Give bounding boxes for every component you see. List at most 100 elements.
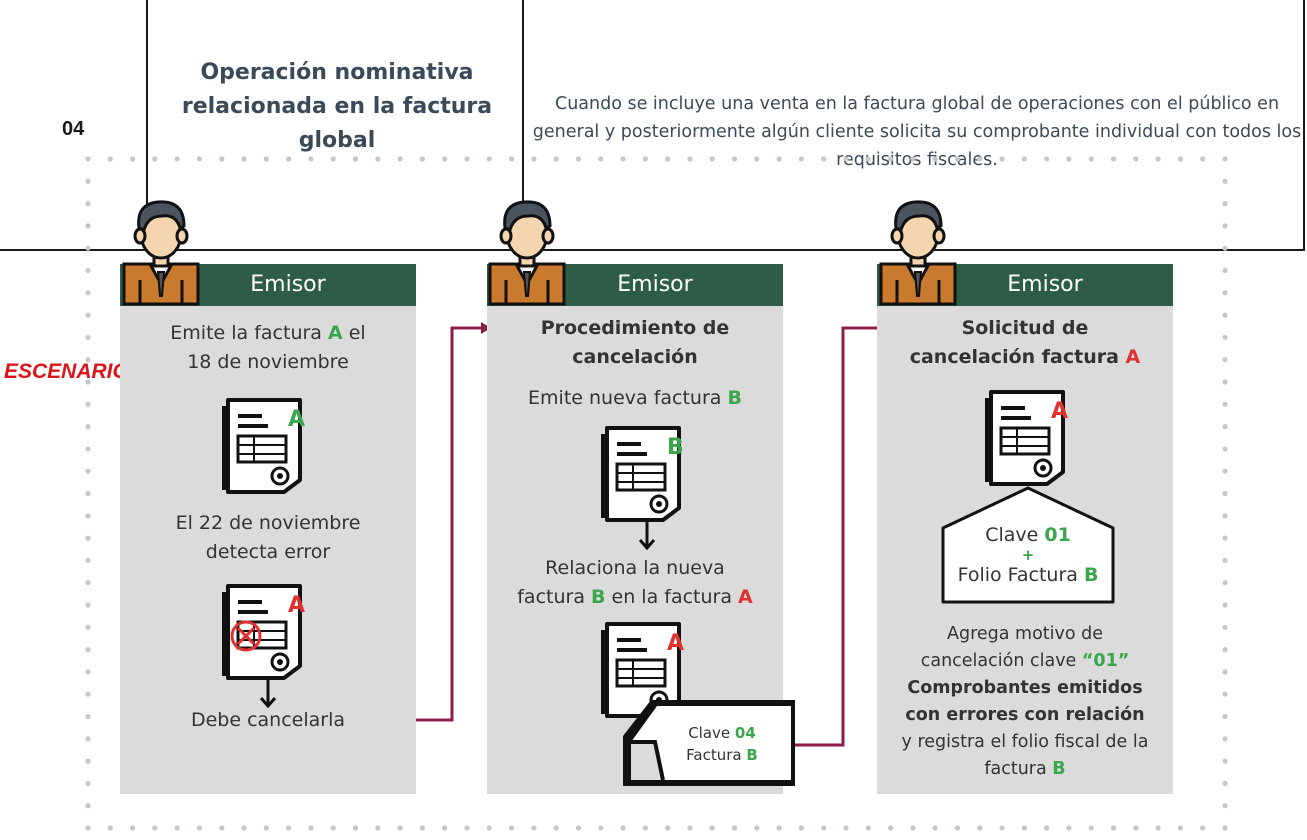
frame-dot xyxy=(1222,178,1228,184)
frame-dot xyxy=(865,825,871,831)
down-arrow-icon xyxy=(638,522,656,551)
cancellation-request-pentagon xyxy=(941,486,1115,604)
frame-dot xyxy=(1066,156,1072,162)
frame-dot xyxy=(1222,490,1228,497)
frame-dot xyxy=(85,803,91,809)
invoice-document-icon: A xyxy=(222,398,305,494)
frame-dot xyxy=(1222,267,1228,274)
tag-line-2: Factura B xyxy=(686,746,758,764)
frame-dot xyxy=(85,602,91,608)
connector-1-arrowhead xyxy=(481,322,491,334)
frame-dot xyxy=(196,825,203,831)
frame-dot xyxy=(419,825,426,831)
frame-dot xyxy=(665,825,671,831)
frame-dot xyxy=(1222,201,1228,207)
frame-dot xyxy=(129,156,136,162)
row-number: 04 xyxy=(62,118,85,140)
frame-dot xyxy=(107,825,113,831)
panel-text: y registra el folio fiscal de la xyxy=(901,732,1149,752)
frame-dot xyxy=(1222,580,1228,586)
panel-title: cancelación xyxy=(572,346,698,368)
frame-dot xyxy=(85,490,91,497)
frame-dot xyxy=(196,156,203,162)
frame-dot xyxy=(85,245,91,251)
frame-dot xyxy=(887,825,894,831)
pentagon-line-1: Clave 01 xyxy=(985,524,1071,546)
frame-dot xyxy=(1066,825,1072,831)
frame-dot xyxy=(776,825,782,831)
panel-text: El 22 de noviembre xyxy=(175,512,361,534)
panel-emisor-1: Emisor Emite la factura A el 18 de novie… xyxy=(120,264,416,794)
frame-dot xyxy=(263,156,269,162)
frame-dot xyxy=(575,825,582,831)
frame-dot xyxy=(1200,825,1206,831)
invoice-document-icon: A xyxy=(985,390,1068,486)
frame-dot xyxy=(330,156,336,162)
panel-text: factura B xyxy=(984,759,1066,779)
table-mid-divider xyxy=(522,0,524,250)
table-right-border xyxy=(1303,0,1305,250)
panel-text: Emite nueva factura B xyxy=(528,387,742,409)
frame-dot xyxy=(486,156,492,162)
frame-dot xyxy=(1222,713,1228,720)
frame-dot xyxy=(419,156,426,162)
invoice-document-icon: B xyxy=(601,426,684,522)
down-arrow-icon xyxy=(259,680,277,709)
frame-dot xyxy=(129,825,136,831)
frame-dot xyxy=(85,758,91,764)
panel-text: Relaciona la nueva xyxy=(545,557,725,579)
frame-dot xyxy=(85,713,91,720)
frame-dot xyxy=(1177,825,1184,831)
frame-dot xyxy=(1222,647,1228,653)
frame-dot xyxy=(308,825,314,831)
frame-dot xyxy=(1222,602,1228,608)
frame-dot xyxy=(843,156,849,162)
frame-dot xyxy=(85,780,91,787)
frame-dot xyxy=(1088,156,1094,162)
frame-dot xyxy=(798,825,805,831)
table-left-divider xyxy=(146,0,148,250)
frame-dot xyxy=(798,156,805,162)
frame-dot xyxy=(85,825,91,831)
frame-dot xyxy=(85,736,91,742)
frame-dot xyxy=(397,156,403,162)
frame-dot xyxy=(375,825,381,831)
frame-dot xyxy=(1222,803,1228,809)
frame-dot xyxy=(397,825,403,831)
frame-dot xyxy=(442,156,448,162)
frame-dot xyxy=(977,156,983,162)
frame-dot xyxy=(464,825,470,831)
tag-line-1: Clave 04 xyxy=(688,724,756,742)
frame-dot xyxy=(85,647,91,653)
panel-text-bold: Comprobantes emitidos xyxy=(907,678,1143,698)
frame-dot xyxy=(330,825,336,831)
frame-dot xyxy=(1044,825,1050,831)
frame-dot xyxy=(85,401,91,407)
frame-dot xyxy=(932,156,938,162)
frame-dot xyxy=(1021,825,1027,831)
frame-dot xyxy=(1222,357,1228,363)
frame-dot xyxy=(1222,736,1228,742)
frame-dot xyxy=(1222,468,1228,474)
frame-dot xyxy=(486,825,492,831)
frame-dot xyxy=(1133,156,1139,162)
frame-dot xyxy=(375,156,381,162)
frame-dot xyxy=(464,156,470,162)
frame-dot xyxy=(1222,401,1228,407)
panel-text: Agrega motivo de xyxy=(946,624,1104,644)
frame-dot xyxy=(1222,624,1228,630)
frame-dot xyxy=(910,825,916,831)
panel-emisor-3: Emisor Solicitud de cancelación factura … xyxy=(877,264,1173,794)
frame-dot xyxy=(1222,557,1228,563)
frame-dot xyxy=(85,201,91,207)
frame-dot xyxy=(687,156,693,162)
svg-text:A: A xyxy=(288,593,305,618)
frame-dot xyxy=(85,669,91,675)
pentagon-text: Clave 01 + Folio Factura B xyxy=(939,522,1117,588)
frame-dot xyxy=(508,156,515,162)
frame-dot xyxy=(553,156,559,162)
frame-dot xyxy=(352,825,359,831)
frame-dot xyxy=(687,825,693,831)
frame-dot xyxy=(85,156,91,162)
panel-emisor-2: Emisor Procedimiento de cancelación Emit… xyxy=(487,264,795,794)
